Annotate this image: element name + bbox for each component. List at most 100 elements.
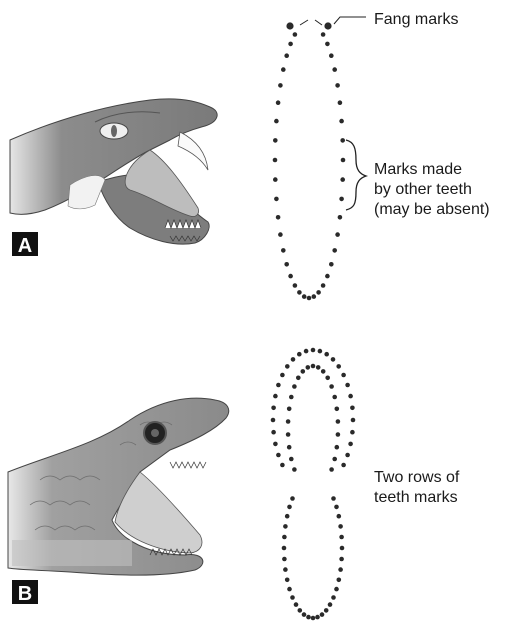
teeth-mark-dot [315,615,320,620]
fang-marks-leader [300,17,366,25]
teeth-mark-dot [276,383,281,388]
teeth-mark-dot [283,567,288,572]
teeth-mark-dot [321,32,326,37]
fang-mark-dot [324,22,331,29]
viper-bite-pattern [273,22,346,300]
teeth-mark-dot [311,348,316,353]
teeth-mark-dot [282,535,287,540]
teeth-mark-dot [341,463,346,468]
teeth-mark-dot [321,369,326,374]
other-teeth-label-line2: by other teeth [374,181,472,198]
teeth-mark-dot [337,578,342,583]
badge-b: B [12,580,38,605]
teeth-mark-dot [280,463,285,468]
teeth-mark-dot [325,376,330,381]
teeth-mark-dot [304,349,309,354]
teeth-mark-dot [302,294,307,299]
teeth-mark-dot [282,557,287,562]
two-rows-label-line2: teeth marks [374,489,458,506]
teeth-mark-dot [339,197,344,202]
teeth-mark-dot [298,608,303,613]
teeth-mark-dot [294,602,299,607]
teeth-mark-dot [336,432,341,437]
teeth-mark-dot [332,395,337,400]
teeth-mark-dot [334,505,339,510]
viper-head-illustration [10,99,217,244]
teeth-mark-dot [332,457,337,462]
fang-marks-label: Fang marks [374,11,458,28]
teeth-mark-dot [276,453,281,458]
other-teeth-brace [346,140,366,210]
teeth-mark-dot [271,418,276,423]
teeth-mark-dot [273,394,278,399]
teeth-mark-dot [324,608,329,613]
two-rows-label-line1: Two rows of [374,469,460,486]
teeth-mark-dot [282,546,287,551]
teeth-mark-dot [287,445,292,450]
fang-mark-dot [286,22,293,29]
teeth-mark-dot [281,67,286,72]
teeth-mark-dot [307,296,312,301]
teeth-mark-dot [287,407,292,412]
teeth-mark-dot [338,524,343,529]
teeth-mark-dot [345,453,350,458]
teeth-mark-dot [274,197,279,202]
teeth-mark-dot [283,524,288,529]
teeth-mark-dot [296,376,301,381]
teeth-mark-dot [329,262,334,267]
teeth-mark-dot [290,496,295,501]
teeth-mark-dot [288,274,293,279]
teeth-mark-dot [301,369,306,374]
teeth-mark-dot [290,595,295,600]
teeth-mark-dot [273,442,278,447]
teeth-mark-dot [339,119,344,124]
teeth-mark-dot [273,138,278,143]
teeth-mark-dot [335,83,340,88]
nonvenomous-snake-head-illustration [8,398,229,575]
teeth-mark-dot [278,83,283,88]
teeth-mark-dot [302,612,307,617]
teeth-mark-dot [341,158,346,163]
teeth-mark-dot [338,567,343,572]
teeth-mark-dot [345,383,350,388]
teeth-mark-dot [329,384,334,389]
teeth-mark-dot [350,406,355,411]
teeth-mark-dot [325,274,330,279]
teeth-mark-dot [278,232,283,237]
teeth-mark-dot [276,215,281,220]
teeth-mark-dot [271,430,276,435]
teeth-mark-dot [324,352,329,357]
teeth-mark-dot [341,373,346,378]
teeth-mark-dot [286,419,291,424]
teeth-mark-dot [332,67,337,72]
teeth-mark-dot [331,357,336,362]
teeth-mark-dot [335,232,340,237]
teeth-mark-dot [320,612,325,617]
teeth-mark-dot [339,557,344,562]
teeth-mark-dot [293,283,298,288]
badge-a: A [12,232,38,257]
teeth-mark-dot [321,283,326,288]
teeth-mark-dot [285,578,290,583]
teeth-mark-dot [273,158,278,163]
nonvenomous-bite-pattern [271,348,356,621]
teeth-mark-dot [336,419,341,424]
teeth-mark-dot [306,615,311,620]
teeth-mark-dot [311,616,316,621]
teeth-mark-dot [318,349,323,354]
teeth-mark-dot [289,457,294,462]
teeth-mark-dot [329,467,334,472]
teeth-mark-dot [351,418,356,423]
badge-b-label: B [18,583,32,605]
teeth-mark-dot [348,394,353,399]
teeth-mark-dot [335,445,340,450]
teeth-mark-dot [336,364,341,369]
teeth-mark-dot [287,505,292,510]
teeth-mark-dot [335,407,340,412]
teeth-mark-dot [285,364,290,369]
teeth-mark-dot [286,432,291,437]
teeth-mark-dot [340,177,345,182]
teeth-mark-dot [293,32,298,37]
